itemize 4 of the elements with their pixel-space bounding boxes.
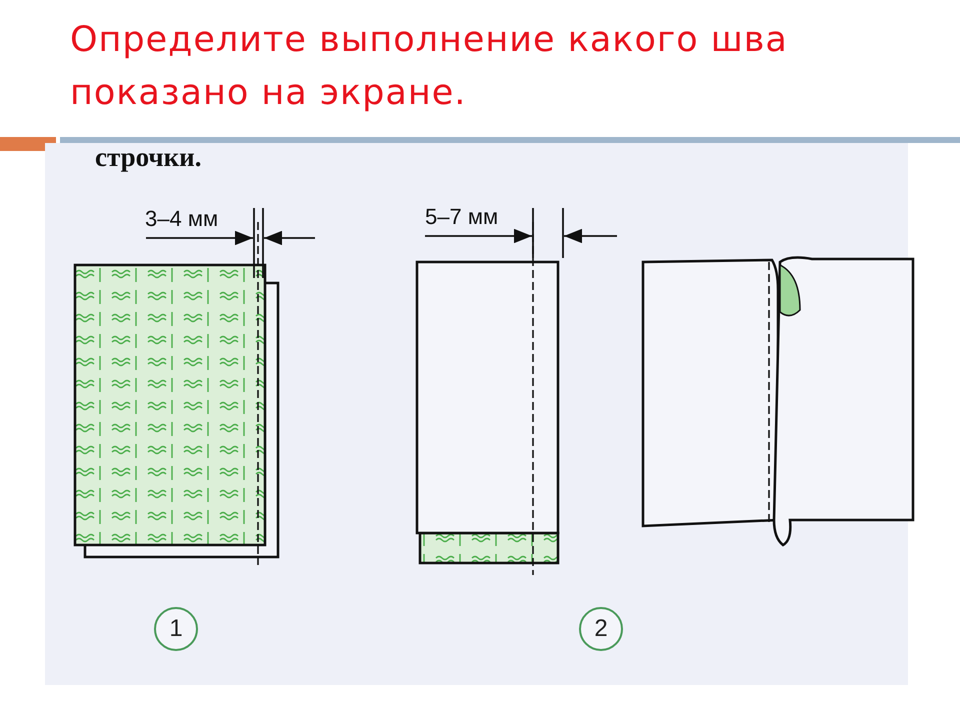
- slide-title: Определите выполнение какого шва показано на экране.: [70, 19, 789, 115]
- dimension-label: 5–7 мм: [425, 204, 498, 230]
- dimension-label: 3–4 мм: [145, 206, 218, 232]
- section-heading: строчки.: [95, 142, 202, 173]
